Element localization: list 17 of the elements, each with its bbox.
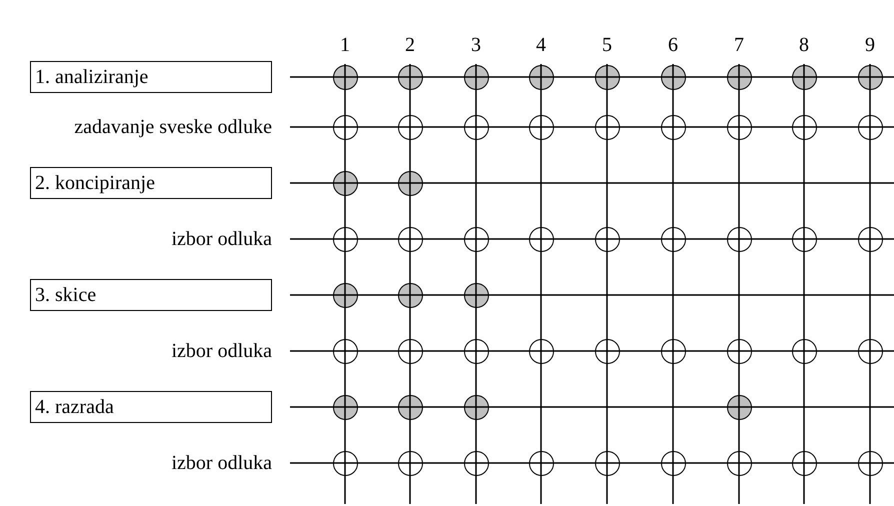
column-number: 5 xyxy=(601,33,613,57)
stage-box: 3. skice xyxy=(30,279,272,311)
stage-box: 4. razrada xyxy=(30,391,272,423)
column-number: 6 xyxy=(667,33,679,57)
row-label: izbor odluka xyxy=(171,227,272,251)
column-number: 7 xyxy=(733,33,745,57)
row-label: izbor odluka xyxy=(171,339,272,363)
column-number: 9 xyxy=(864,33,876,57)
column-number: 1 xyxy=(339,33,351,57)
row-label: izbor odluka xyxy=(171,451,272,475)
row-label: zadavanje sveske odluke xyxy=(74,115,272,139)
column-number: 3 xyxy=(470,33,482,57)
column-number: 4 xyxy=(535,33,547,57)
column-number: 8 xyxy=(798,33,810,57)
column-number: 2 xyxy=(404,33,416,57)
stage-box: 1. analiziranje xyxy=(30,61,272,93)
stage-box: 2. koncipiranje xyxy=(30,167,272,199)
